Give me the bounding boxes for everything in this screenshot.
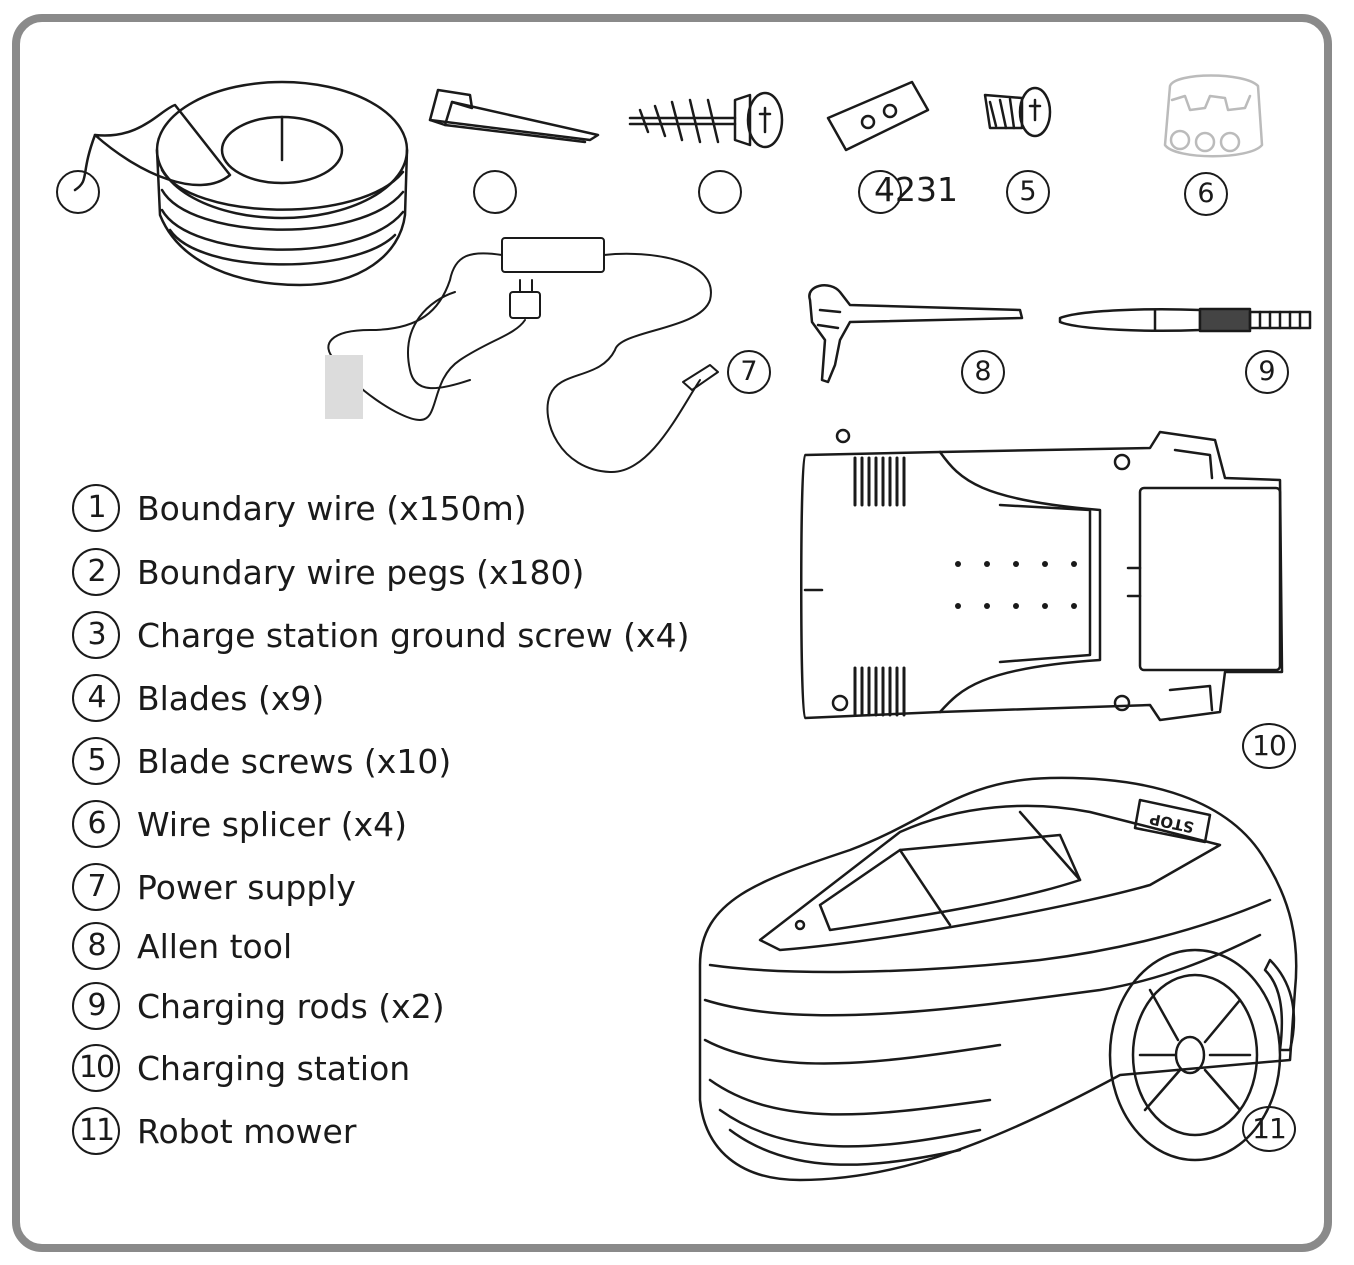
legend-number: 3 <box>72 611 120 659</box>
legend-number: 2 <box>72 548 120 596</box>
callout-10: 10 <box>1242 723 1296 769</box>
legend-label: Wire splicer (x4) <box>137 804 407 844</box>
boundary-wire-spool-icon <box>73 80 409 287</box>
legend-item: 10 Charging station <box>72 1040 410 1096</box>
legend-number: 6 <box>72 800 120 848</box>
legend-label: Boundary wire (x150m) <box>137 488 527 528</box>
legend-number: 5 <box>72 737 120 785</box>
charging-station-icon <box>800 428 1284 722</box>
legend-label: Charging station <box>137 1048 411 1088</box>
callout-3 <box>698 170 742 214</box>
legend-item: 5 Blade screws (x10) <box>72 733 451 789</box>
legend-label: Allen tool <box>137 926 293 966</box>
allen-tool-icon <box>808 284 1024 384</box>
legend-number: 9 <box>72 982 120 1030</box>
robot-mower-icon <box>698 776 1298 1182</box>
legend-label: Power supply <box>137 867 356 907</box>
legend-label: Charging rods (x2) <box>137 986 445 1026</box>
legend-item: 3 Charge station ground screw (x4) <box>72 607 689 663</box>
legend-item: 11 Robot mower <box>72 1103 356 1159</box>
callout-4: 4231 <box>874 170 958 209</box>
callout-4-circle <box>858 170 902 214</box>
legend-item: 1 Boundary wire (x150m) <box>72 480 527 536</box>
callout-8: 8 <box>961 350 1005 394</box>
legend-item: 2 Boundary wire pegs (x180) <box>72 544 584 600</box>
legend-label: Robot mower <box>137 1111 357 1151</box>
legend-number: 8 <box>72 922 120 970</box>
callout-7: 7 <box>727 350 771 394</box>
blade-screw-icon <box>983 86 1052 138</box>
legend-label: Charge station ground screw (x4) <box>137 615 690 655</box>
callout-1 <box>56 170 100 214</box>
legend-label: Boundary wire pegs (x180) <box>137 552 585 592</box>
legend-number: 11 <box>72 1107 120 1155</box>
legend-item: 4 Blades (x9) <box>72 670 324 726</box>
legend-number: 1 <box>72 484 120 532</box>
legend-item: 7 Power supply <box>72 859 356 915</box>
legend-item: 9 Charging rods (x2) <box>72 978 445 1034</box>
wire-splicer-icon <box>1163 74 1264 158</box>
legend-number: 10 <box>72 1044 120 1092</box>
legend-label: Blades (x9) <box>137 678 325 718</box>
power-supply-icon <box>327 237 719 474</box>
legend-item: 6 Wire splicer (x4) <box>72 796 407 852</box>
callout-2 <box>473 170 517 214</box>
legend-item: 8 Allen tool <box>72 918 292 974</box>
callout-5: 5 <box>1006 170 1050 214</box>
callout-6: 6 <box>1184 172 1228 216</box>
diagram-frame <box>12 14 1332 1252</box>
blade-icon <box>826 80 930 152</box>
ground-screw-icon <box>628 91 784 149</box>
legend-number: 4 <box>72 674 120 722</box>
legend-number: 7 <box>72 863 120 911</box>
callout-11: 11 <box>1242 1106 1296 1152</box>
placeholder-rect <box>325 355 363 419</box>
legend-label: Blade screws (x10) <box>137 741 452 781</box>
wire-peg-icon <box>428 88 600 144</box>
charging-rod-icon <box>1058 307 1312 333</box>
callout-9: 9 <box>1245 350 1289 394</box>
